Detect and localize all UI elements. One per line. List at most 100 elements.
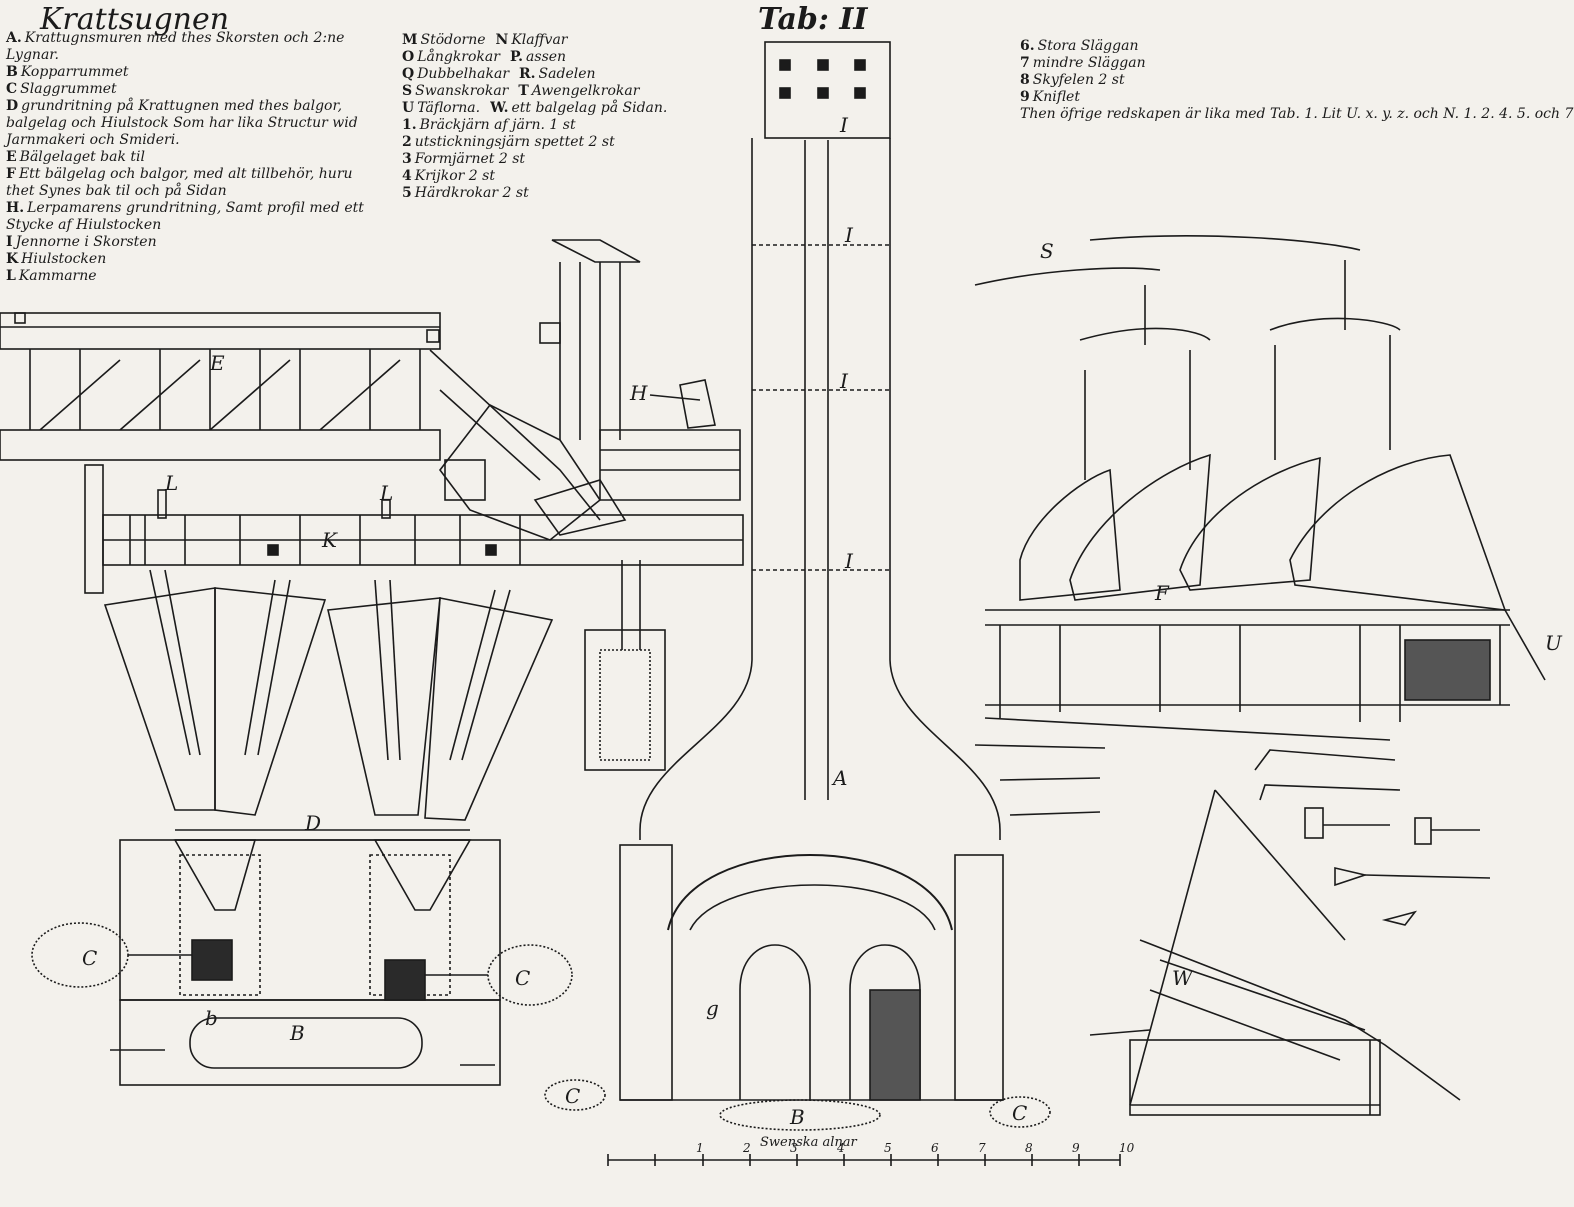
- furnace-plan: [31, 839, 573, 1086]
- scale-tick-label: 4: [836, 1141, 845, 1155]
- legend-text: Hiulstocken: [21, 251, 107, 267]
- legend-text: grundritning på Krattugnen med thes balg…: [6, 98, 358, 148]
- legend-text: Täflorna.: [417, 100, 481, 116]
- wheel-shaft-K: [84, 464, 744, 594]
- legend-key: 8: [1020, 72, 1030, 88]
- label-H: H: [629, 381, 648, 405]
- legend-text: utstickningsjärn spettet 2 st: [414, 134, 615, 150]
- legend-text: Sadelen: [538, 66, 596, 82]
- legend-key: U: [402, 100, 415, 116]
- label-A: A: [831, 766, 847, 790]
- label-C-right: C: [515, 966, 530, 990]
- label-I-3: I: [839, 369, 849, 393]
- legend-key: O: [402, 49, 415, 65]
- legend-key: 5: [402, 185, 412, 201]
- scale-bar: [607, 1154, 1121, 1166]
- legend-text: Kopparrummet: [20, 64, 129, 80]
- clay-hammer-H: [438, 239, 741, 541]
- legend-text: mindre Släggan: [1032, 55, 1146, 71]
- legend-text: Långkrokar: [417, 49, 500, 65]
- label-D: D: [304, 811, 321, 835]
- legend-key: B: [6, 64, 18, 80]
- scale-caption: Swenska alnar: [760, 1135, 858, 1150]
- label-S: S: [1040, 239, 1054, 263]
- legend-key: D: [6, 98, 19, 114]
- label-L-2: L: [379, 481, 393, 505]
- legend-key: 9: [1020, 89, 1030, 105]
- legend-key: Q: [402, 66, 415, 82]
- label-F: F: [1154, 581, 1170, 605]
- bellows-left-pair: [103, 569, 554, 911]
- legend-entry: Then öfrige redskapen är lika med Tab. 1…: [1020, 106, 1574, 123]
- legend-text: Bräckjärn af järn. 1 st: [419, 117, 576, 133]
- legend-left: A.Krattugnsmuren med thes Skorsten och 2…: [6, 30, 366, 285]
- legend-key: A.: [6, 30, 22, 46]
- legend-text: Awengelkrokar: [531, 83, 640, 99]
- legend-text: Lerpamarens grundritning, Samt profil me…: [6, 200, 364, 233]
- label-C-elev-left: C: [565, 1084, 580, 1108]
- legend-key: 2: [402, 134, 412, 150]
- label-L-1: L: [164, 471, 178, 495]
- legend-key: S: [402, 83, 413, 99]
- legend-text: Härdkrokar 2 st: [414, 185, 529, 201]
- legend-text: Klaffvar: [511, 32, 568, 48]
- label-b: b: [205, 1006, 218, 1030]
- scale-tick-label: 6: [931, 1141, 939, 1155]
- legend-text: ett balgelag på Sidan.: [511, 100, 668, 116]
- legend-text: assen: [526, 49, 567, 65]
- label-I-2: I: [844, 223, 854, 247]
- scale-tick-label: 1: [696, 1141, 704, 1155]
- label-U: U: [1545, 631, 1563, 655]
- legend-text: Formjärnet 2 st: [414, 151, 526, 167]
- legend-key: M: [402, 32, 418, 48]
- label-I-1: I: [839, 113, 849, 137]
- legend-key: 4: [402, 168, 412, 184]
- bellows-assembly-F: [974, 235, 1546, 741]
- legend-key: H.: [6, 200, 25, 216]
- legend-text: Stödorne: [420, 32, 486, 48]
- label-B-elevation: B: [789, 1105, 805, 1129]
- scale-tick-label: 2: [742, 1141, 751, 1155]
- legend-key: N: [495, 32, 509, 48]
- legend-text: Slaggrummet: [20, 81, 117, 97]
- scale-tick-label: 7: [978, 1141, 986, 1155]
- scale-tick-label: 9: [1072, 1141, 1080, 1155]
- legend-entry: 1.Bräckjärn af järn. 1 st: [402, 117, 702, 134]
- legend-key: T: [518, 83, 529, 99]
- label-C-left: C: [82, 946, 97, 970]
- legend-key: P.: [509, 49, 524, 65]
- legend-text: Ett bälgelag och balgor, med alt tillbeh…: [6, 166, 353, 199]
- legend-entry: A.Krattugnsmuren med thes Skorsten och 2…: [6, 30, 366, 64]
- legend-text: Dubbelhakar: [417, 66, 510, 82]
- label-I-4: I: [844, 549, 854, 573]
- legend-key: 7: [1020, 55, 1030, 71]
- scale-tick-label: 3: [790, 1141, 798, 1155]
- label-g: g: [706, 996, 719, 1020]
- legend-key: L: [6, 268, 16, 284]
- scale-tick-label: 8: [1025, 1141, 1033, 1155]
- legend-key: E: [6, 149, 17, 165]
- scale-tick-label: 10: [1119, 1141, 1135, 1155]
- legend-entry: 6.Stora Släggan: [1020, 38, 1560, 55]
- legend-text: Then öfrige redskapen är lika med Tab. 1…: [1020, 106, 1574, 122]
- plate-title: Tab: II: [758, 2, 868, 37]
- legend-text: Swanskrokar: [415, 83, 509, 99]
- legend-key: 3: [402, 151, 412, 167]
- legend-text: Stora Släggan: [1037, 38, 1139, 54]
- legend-key: I: [6, 234, 13, 250]
